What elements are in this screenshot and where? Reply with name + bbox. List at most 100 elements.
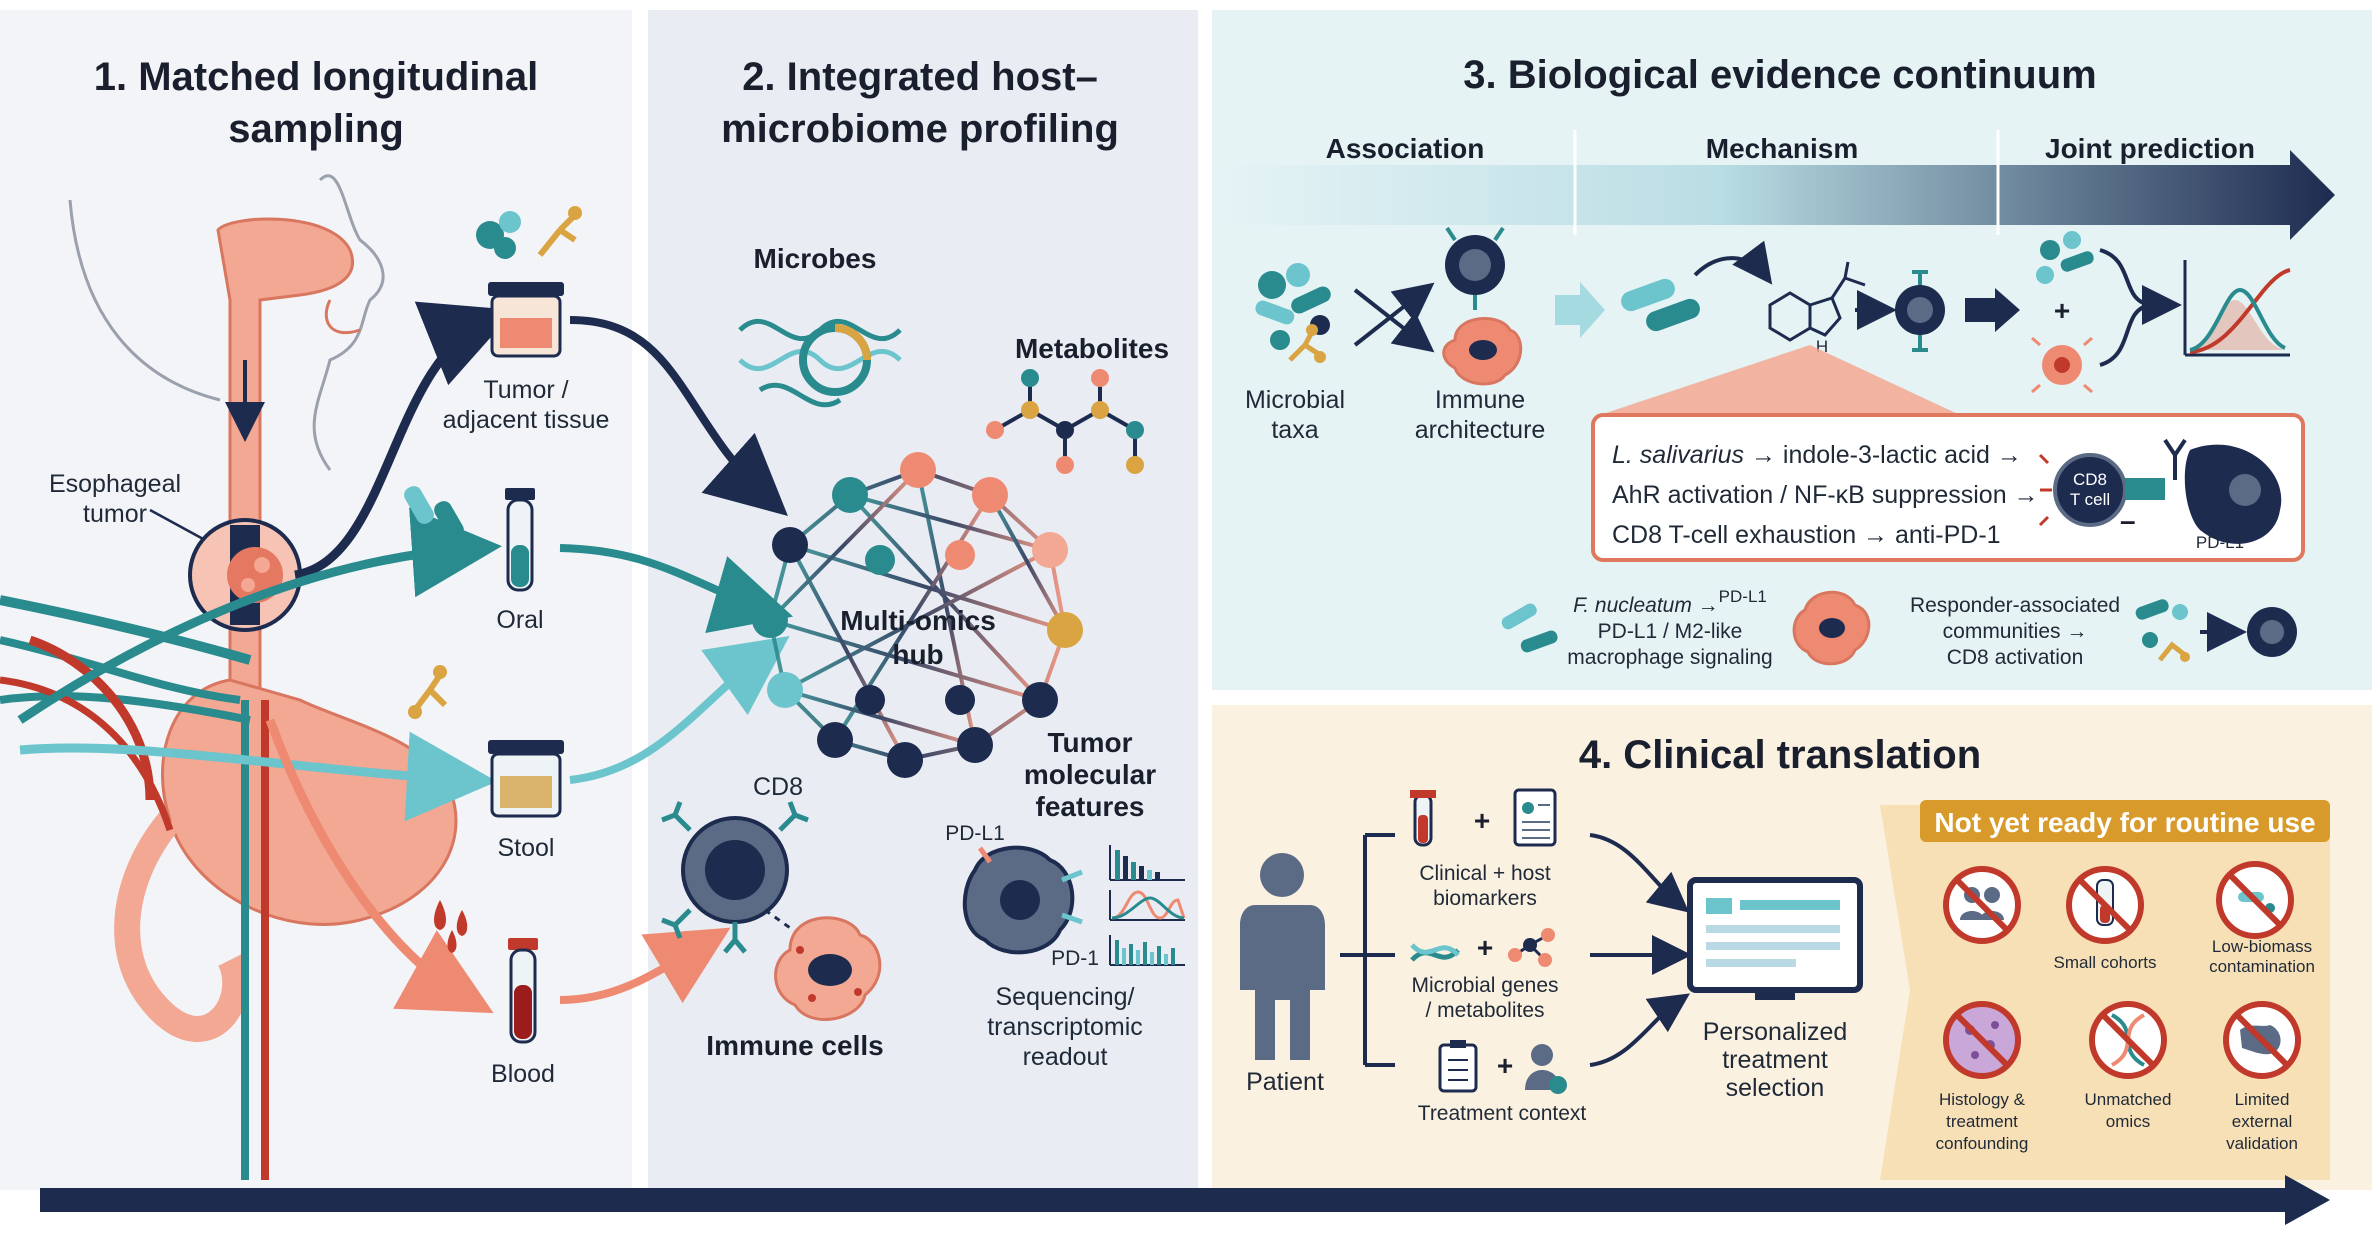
association-to-mechanism-arrow (1555, 282, 1605, 338)
svg-text:adjacent tissue: adjacent tissue (443, 406, 610, 434)
svg-text:Limited: Limited (2235, 1090, 2290, 1109)
blood-label: Blood (491, 1060, 555, 1088)
treatment-plus: + (1497, 1050, 1513, 1081)
svg-text:external: external (2232, 1112, 2292, 1131)
arrow-to-oral (17, 507, 502, 724)
treatment-context-icon (1438, 1040, 1567, 1094)
svg-text:–: – (2120, 505, 2136, 536)
limitation-external-validation-label: Limited external validation (2226, 1090, 2298, 1153)
clinical-plus: + (1474, 805, 1490, 836)
limitation-histology-icon (1943, 1001, 2021, 1079)
stage-joint-prediction: Joint prediction (2045, 133, 2255, 164)
tumor-tissue-label: Tumor / adjacent tissue (443, 376, 610, 434)
responder-line-2: communities → (1943, 620, 2088, 643)
svg-text:Low-biomass: Low-biomass (2212, 937, 2312, 956)
svg-text:CD8: CD8 (2073, 470, 2107, 489)
bacterium-to-metabolite-arrow (1693, 240, 1773, 285)
limitation-contamination-icon (2066, 866, 2144, 944)
mechanism-to-joint-arrow (1965, 288, 2020, 332)
svg-text:1. Matched longitudinal: 1. Matched longitudinal (94, 55, 538, 99)
svg-text:Microbial genes: Microbial genes (1411, 974, 1558, 997)
microbial-taxa-label: Microbial taxa (1245, 386, 1345, 444)
svg-text:Tumor: Tumor (1047, 727, 1132, 758)
clinical-biomarkers-icon (1410, 788, 1557, 847)
microbial-genes-icon (1410, 928, 1555, 967)
svg-text:Unmatched: Unmatched (2085, 1090, 2172, 1109)
fnucleatum-line-1: F. nucleatum →PD-L1 (1573, 587, 1767, 617)
inputs-to-output-arrows (1589, 833, 1692, 1067)
svg-text:molecular: molecular (1024, 759, 1156, 790)
t-cell-target-icon (1895, 270, 1945, 352)
limitation-small-cohorts-icon (1943, 866, 2021, 944)
not-ready-banner (1920, 800, 2330, 842)
svg-text:Histology &: Histology & (1939, 1090, 2026, 1109)
esophageal-tumor-label: Esophageal tumor (49, 470, 181, 528)
svg-text:Multi-omics: Multi-omics (840, 605, 996, 636)
responder-community-icon (2135, 599, 2190, 662)
not-ready-banner-text: Not yet ready for routine use (1934, 807, 2315, 838)
limitation-low-biomass-label: Low-biomass contamination (2209, 937, 2315, 976)
svg-text:features: features (1036, 791, 1145, 822)
limitation-small-cohorts-label: Small cohorts (2054, 953, 2157, 972)
panel4-title: 4. Clinical translation (1579, 733, 1981, 777)
limitation-unmatched-omics-icon (2089, 1001, 2167, 1079)
joint-plus: + (2054, 295, 2070, 326)
svg-text:architecture: architecture (1415, 416, 1546, 444)
cd8-t-cell-label: CD8 T cell (2070, 470, 2110, 509)
svg-text:tumor: tumor (83, 500, 147, 528)
metabolites-label: Metabolites (1015, 333, 1169, 364)
svg-text:taxa: taxa (1271, 416, 1318, 444)
immune-macrophage-icon (1442, 317, 1523, 386)
svg-text:selection: selection (1726, 1074, 1825, 1102)
svg-text:Immune: Immune (1435, 386, 1525, 414)
limitation-histology-label: Histology & treatment confounding (1936, 1090, 2029, 1153)
association-cross-arrows (1353, 282, 1435, 353)
svg-text:Clinical + host: Clinical + host (1419, 862, 1550, 885)
mechanism-line-1: L. salivarius → indole-3-lactic acid → (1612, 441, 2022, 469)
oral-label: Oral (496, 606, 543, 634)
microbial-genes-label: Microbial genes / metabolites (1411, 974, 1558, 1022)
svg-text:hub: hub (892, 639, 943, 670)
tumor-cell-icon (962, 845, 1083, 955)
svg-text:microbiome profiling: microbiome profiling (721, 107, 1119, 151)
svg-text:confounding: confounding (1936, 1134, 2029, 1153)
panel1-title: 1. Matched longitudinal sampling (94, 55, 538, 151)
svg-text:T cell: T cell (2070, 490, 2110, 509)
svg-text:Tumor /: Tumor / (483, 376, 568, 404)
blood-sample-tube-icon (434, 900, 538, 1044)
responder-line-1: Responder-associated (1910, 594, 2120, 617)
cd8-t-cell-exhaustion-icon: – (2038, 438, 2282, 544)
flow-stool-to-hub (569, 636, 790, 784)
esophageal-tumor-pointer (149, 508, 206, 542)
fnucleatum-line-2: PD-L1 / M2-like (1598, 620, 1743, 643)
svg-text:2. Integrated host–: 2. Integrated host– (742, 55, 1098, 99)
stool-sample-cup-icon (408, 665, 564, 818)
panel2-title: 2. Integrated host– microbiome profiling (721, 55, 1119, 151)
fnucleatum-line-3: macrophage signaling (1567, 646, 1772, 669)
svg-text:validation: validation (2226, 1134, 2298, 1153)
svg-text:Esophageal: Esophageal (49, 470, 181, 498)
limitation-external-validation-icon (2223, 1001, 2301, 1079)
svg-text:omics: omics (2106, 1112, 2150, 1131)
pd1-label: PD-1 (1051, 947, 1099, 970)
head-silhouette (68, 174, 385, 471)
oral-sample-tube-icon (404, 486, 535, 592)
blood-vessels-illustration (0, 595, 269, 1180)
treatment-context-label: Treatment context (1418, 1102, 1587, 1125)
svg-text:Sequencing/: Sequencing/ (995, 983, 1134, 1011)
patient-figure-icon (1240, 853, 1325, 1060)
macrophage-icon (774, 916, 882, 1021)
svg-text:readout: readout (1023, 1043, 1108, 1071)
indole-molecule-icon (1768, 261, 1866, 342)
flow-tissue-to-hub (569, 316, 788, 516)
svg-text:Microbial: Microbial (1245, 386, 1345, 414)
flow-oral-to-hub (559, 544, 794, 634)
arrow-to-blood (265, 718, 494, 1014)
immune-t-cell-icon (1445, 226, 1505, 310)
arrow-to-tumor-tissue (294, 301, 516, 580)
svg-text:contamination: contamination (2209, 957, 2315, 976)
stage-association: Association (1326, 133, 1485, 164)
responder-line-3: CD8 activation (1947, 646, 2084, 669)
mechanism-callout-box (1591, 413, 2305, 562)
patient-label: Patient (1246, 1068, 1324, 1096)
